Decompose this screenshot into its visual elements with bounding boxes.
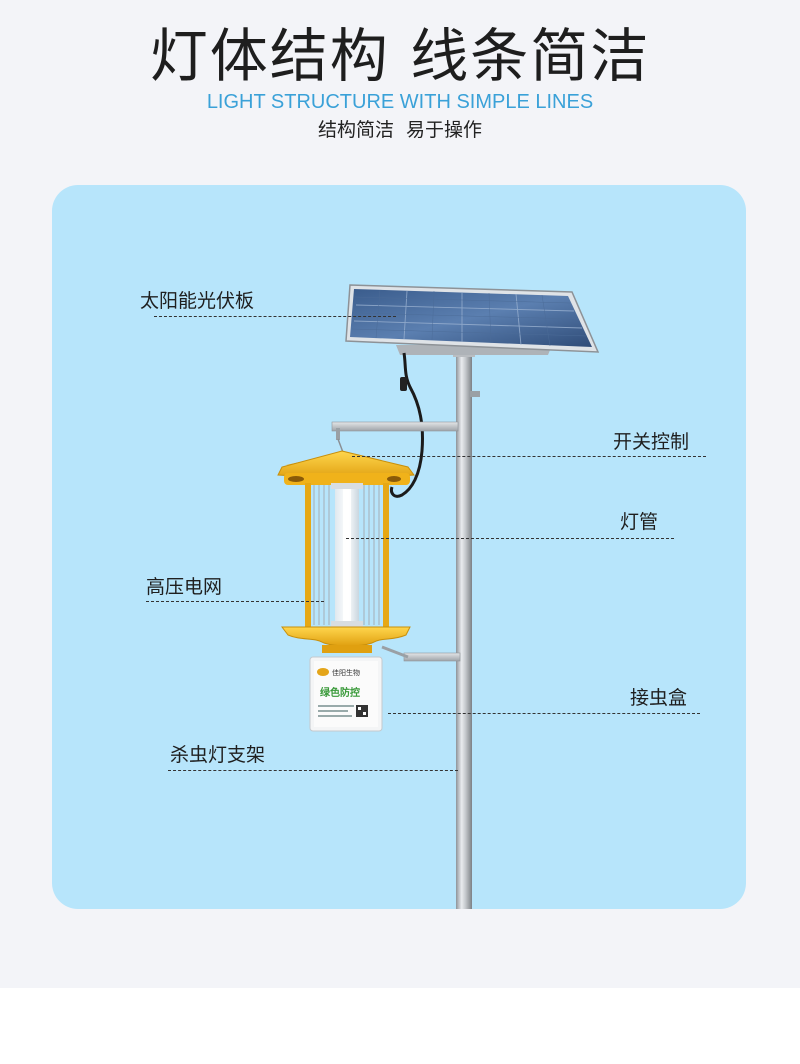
solar-panel (345, 284, 600, 355)
page-title: 灯体结构 线条简洁 (149, 22, 651, 90)
box-brand-text: 佳阳生物 (332, 668, 360, 677)
label-switch-control: 开关控制 (613, 431, 690, 453)
cable-connector (400, 377, 407, 391)
page-subtitle-chinese: 结构简洁 易于操作 (317, 119, 483, 141)
leader-line-collection-box (388, 713, 700, 714)
page-subtitle-english: LIGHT STRUCTURE WITH SIMPLE LINES (206, 91, 594, 113)
lamp-top-cap (277, 450, 415, 485)
label-lamp-tube: 灯管 (620, 511, 659, 533)
qr-code-icon (356, 705, 368, 717)
hanging-arm (331, 421, 459, 456)
solar-insect-killer-illustration: 佳阳生物 绿色防控 (277, 284, 600, 909)
power-cable (390, 352, 424, 498)
label-collection-box: 接虫盒 (630, 687, 688, 709)
insect-collection-box: 佳阳生物 绿色防控 (309, 656, 383, 732)
label-high-voltage-grid: 高压电网 (146, 576, 223, 598)
lower-bracket (381, 645, 461, 662)
box-slogan-text: 绿色防控 (320, 686, 360, 699)
lamp-bottom-tray (281, 626, 411, 653)
leader-line-lamp-tube (346, 538, 674, 539)
box-small-print (318, 705, 354, 717)
leader-line-switch-control (352, 456, 706, 457)
leader-line-solar-panel (154, 316, 396, 317)
lamp-cage (305, 483, 389, 627)
leader-line-high-voltage-grid (146, 601, 324, 602)
product-diagram-panel: 佳阳生物 绿色防控 太阳能光伏板 开关控制 灯管 高压电网 接虫盒 杀虫灯支架 (52, 185, 746, 909)
label-solar-panel: 太阳能光伏板 (140, 290, 255, 312)
leader-line-lamp-stand (168, 770, 458, 771)
brand-logo-icon (317, 668, 329, 676)
label-lamp-stand: 杀虫灯支架 (170, 744, 266, 766)
